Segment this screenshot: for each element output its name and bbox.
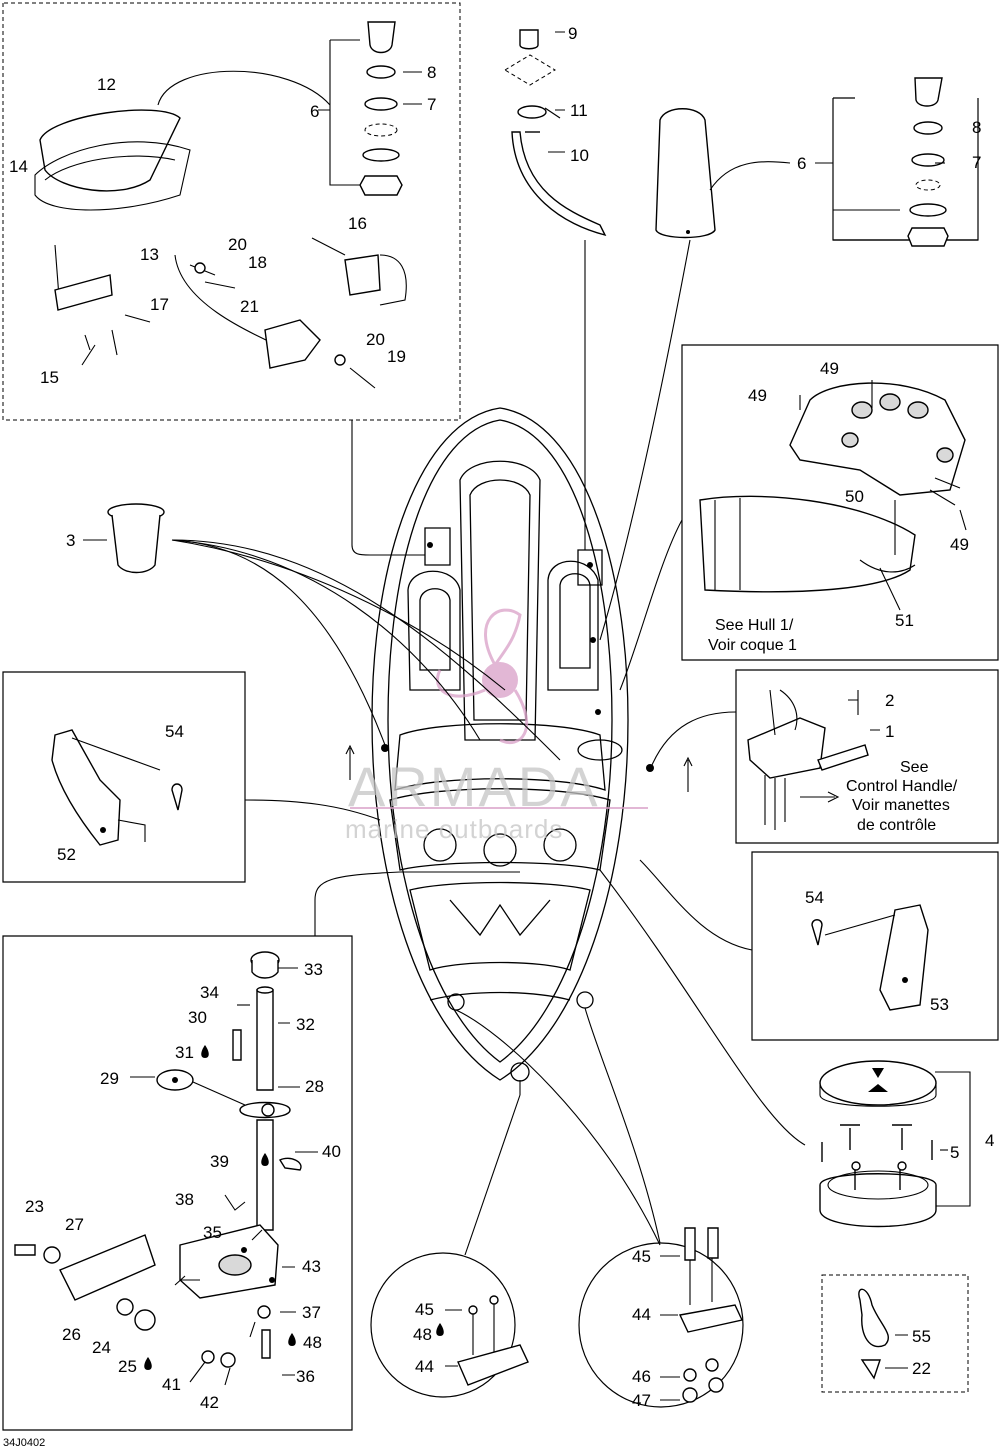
callout-51: 51 <box>895 611 914 630</box>
callout-40: 40 <box>322 1142 341 1161</box>
callout-52: 52 <box>57 845 76 864</box>
callout-11: 11 <box>570 101 588 120</box>
note-hull-line1: See Hull 1/ <box>715 617 794 634</box>
callout-20-bottom: 20 <box>366 330 385 349</box>
callout-16: 16 <box>348 214 367 233</box>
callout-29: 29 <box>100 1069 119 1088</box>
callout-50: 50 <box>845 487 864 506</box>
note-control-line1: See <box>900 759 929 776</box>
callout-32: 32 <box>296 1015 315 1034</box>
drop-icon <box>144 1357 152 1370</box>
callout-25: 25 <box>118 1357 137 1376</box>
handle-cover-parts <box>655 77 949 247</box>
callout-48-right: 48 <box>303 1333 322 1352</box>
drop-icon <box>201 1045 209 1058</box>
callout-12: 12 <box>97 75 116 94</box>
note-hull-line2: Voir coque 1 <box>708 637 797 654</box>
cup-holder-part <box>107 503 165 574</box>
hose-parts <box>504 29 607 237</box>
callout-7-right: 7 <box>972 153 981 172</box>
callout-36: 36 <box>296 1367 315 1386</box>
callout-37: 37 <box>302 1303 321 1322</box>
callout-45-left: 45 <box>415 1300 434 1319</box>
note-control-line3: Voir manettes <box>852 797 950 814</box>
callout-21: 21 <box>240 297 259 316</box>
callout-14: 14 <box>9 157 28 176</box>
callout-33: 33 <box>304 960 323 979</box>
drop-icon <box>436 1323 444 1336</box>
callout-34: 34 <box>200 983 219 1002</box>
callout-3: 3 <box>66 531 75 550</box>
callout-54-right: 54 <box>805 888 824 907</box>
drop-icon <box>288 1333 296 1346</box>
callout-18: 18 <box>248 253 267 272</box>
callout-44-left: 44 <box>415 1357 434 1376</box>
callout-55: 55 <box>912 1327 931 1346</box>
bottom-fastener-parts <box>457 1227 744 1403</box>
callout-49-right: 49 <box>950 535 969 554</box>
armada-watermark: ARMADA marine outboards <box>345 608 648 844</box>
callout-44-right: 44 <box>632 1305 651 1324</box>
callout-9: 9 <box>568 24 577 43</box>
callout-1: 1 <box>885 722 894 741</box>
callout-23: 23 <box>25 1197 44 1216</box>
callout-6-left: 6 <box>310 102 319 121</box>
callout-7-left: 7 <box>427 95 436 114</box>
callout-42: 42 <box>200 1393 219 1412</box>
callout-53: 53 <box>930 995 949 1014</box>
callout-20-top: 20 <box>228 235 247 254</box>
bracket-left-parts <box>51 729 183 846</box>
callout-28: 28 <box>305 1077 324 1096</box>
callout-49-mid: 49 <box>748 386 767 405</box>
callout-49-top: 49 <box>820 359 839 378</box>
control-handle-parts <box>747 689 869 830</box>
callout-41: 41 <box>162 1375 181 1394</box>
leader-lines <box>171 239 971 1256</box>
drop-icon <box>261 1153 269 1166</box>
callout-27: 27 <box>65 1215 84 1234</box>
seat-parts <box>34 21 407 389</box>
callout-24: 24 <box>92 1338 111 1357</box>
callout-8-left: 8 <box>427 63 436 82</box>
callout-39: 39 <box>210 1152 229 1171</box>
callout-13: 13 <box>140 245 159 264</box>
label-leaders <box>83 31 948 1401</box>
callout-6-right: 6 <box>797 154 806 173</box>
diagram-id: 34J0402 <box>3 1437 45 1449</box>
callout-10: 10 <box>570 146 589 165</box>
callout-48-left: 48 <box>413 1325 432 1344</box>
clip-and-screw-parts <box>858 1288 908 1380</box>
callout-17: 17 <box>150 295 169 314</box>
callout-30: 30 <box>188 1008 207 1027</box>
callout-47: 47 <box>632 1391 651 1410</box>
callout-4: 4 <box>985 1131 994 1150</box>
steering-parts <box>14 951 302 1368</box>
grease-drop-icons <box>144 1045 444 1370</box>
callout-labels: 1 2 3 4 5 6 6 7 7 8 8 9 10 11 12 13 14 1… <box>9 24 994 1412</box>
callout-26: 26 <box>62 1325 81 1344</box>
watermark-tagline: marine outboards <box>345 814 563 844</box>
reference-notes: See Hull 1/ Voir coque 1 See Control Han… <box>3 617 958 1449</box>
callout-43: 43 <box>302 1257 321 1276</box>
callout-35: 35 <box>203 1223 222 1242</box>
callout-5: 5 <box>950 1143 959 1162</box>
callout-8-right: 8 <box>972 118 981 137</box>
note-control-line4: de contrôle <box>857 817 936 834</box>
bracket-right-parts <box>811 904 929 1011</box>
hull-deck-drawing <box>345 407 693 1082</box>
handlebar-cover-parts <box>699 380 967 611</box>
hatch-cover-parts <box>819 1060 937 1228</box>
callout-31: 31 <box>175 1043 194 1062</box>
note-control-line2: Control Handle/ <box>846 778 958 795</box>
callout-22: 22 <box>912 1359 931 1378</box>
callout-38: 38 <box>175 1190 194 1209</box>
callout-46: 46 <box>632 1367 651 1386</box>
callout-45-right: 45 <box>632 1247 651 1266</box>
callout-19: 19 <box>387 347 406 366</box>
callout-15: 15 <box>40 368 59 387</box>
callout-2: 2 <box>885 691 894 710</box>
callout-54-left: 54 <box>165 722 184 741</box>
